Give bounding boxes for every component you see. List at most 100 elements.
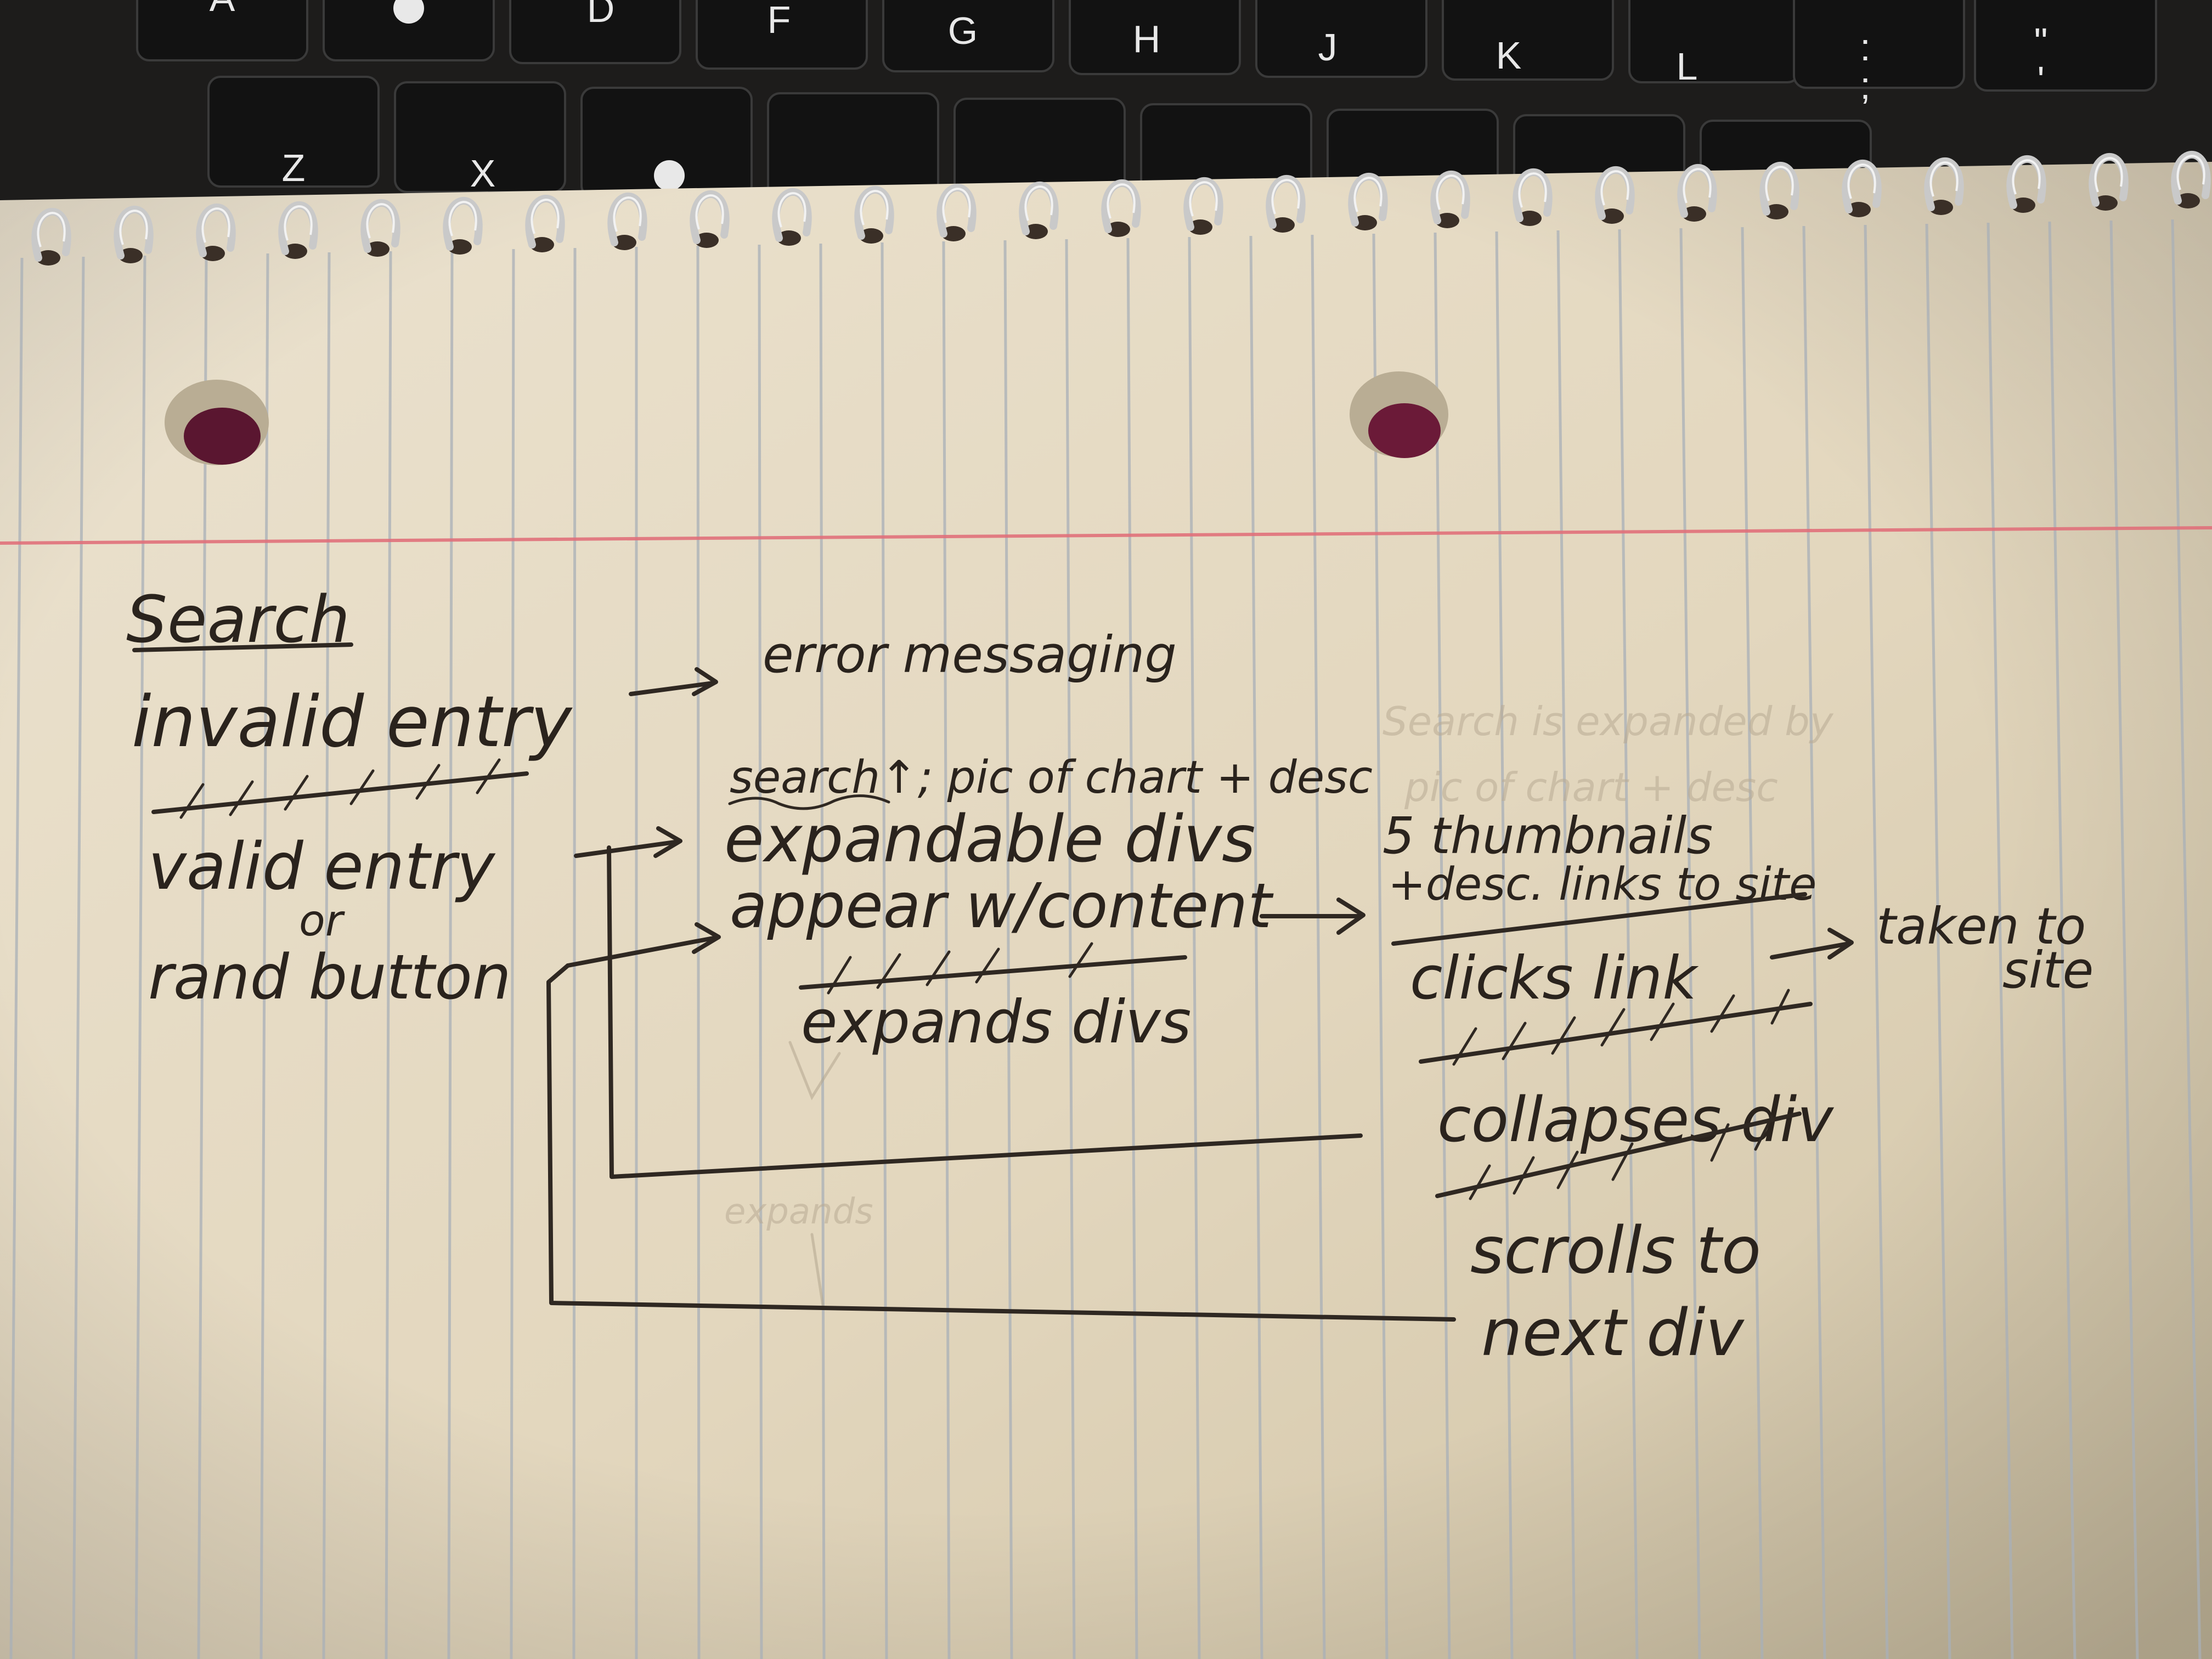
rule-line — [1864, 224, 1889, 1659]
svg-text:Z: Z — [282, 146, 306, 189]
arrowhead-site — [1827, 928, 1854, 960]
node-or: or — [299, 896, 346, 946]
svg-text:X: X — [470, 152, 496, 195]
key-l: L — [1628, 0, 1801, 88]
key-j: J — [1255, 0, 1427, 78]
spiral-coil — [1842, 159, 1882, 217]
node-valid-entry: valid entry — [148, 828, 496, 904]
rule-line — [1188, 236, 1201, 1659]
key-z: Z — [207, 76, 380, 189]
spiral-coil — [2089, 153, 2129, 211]
divider-strike-4 — [1419, 1002, 1813, 1064]
spiral-coil — [1101, 179, 1141, 237]
binder-hole-left — [165, 380, 269, 465]
spiral-coil — [1513, 168, 1553, 226]
rule-line — [1741, 227, 1764, 1659]
rule-line — [1802, 225, 1826, 1659]
rule-line — [1987, 222, 2014, 1659]
node-expandable-divs: expandable divs — [724, 801, 1255, 877]
arrowhead-thumbnails — [1336, 898, 1365, 935]
spiral-coil — [1595, 166, 1635, 224]
rule-line — [1434, 232, 1451, 1659]
spiral-coil — [854, 185, 894, 244]
title-underline — [132, 642, 353, 652]
key-x: X — [394, 81, 566, 195]
node-rand-button: rand button — [148, 942, 511, 1013]
spiral-coil — [2006, 155, 2046, 213]
rule-line — [197, 254, 208, 1659]
rule-line — [1065, 239, 1076, 1659]
note-search-pic: search↑; pic of chart + desc — [730, 752, 1373, 804]
spiral-coil — [443, 196, 483, 255]
divider-strike-5 — [1435, 1111, 1802, 1198]
key-d: D — [509, 0, 681, 64]
key-quote: "' — [1974, 0, 2157, 101]
rule-line — [72, 256, 85, 1659]
spiral-coil — [690, 190, 730, 248]
rule-line — [1311, 234, 1326, 1659]
keyboard-row-lower: Z X — [207, 76, 1872, 232]
svg-text::;: :; — [1860, 26, 1870, 107]
node-desc-links: +desc. links to site — [1388, 859, 1816, 911]
rule-line — [819, 243, 826, 1659]
binder-hole-right — [1350, 371, 1448, 458]
key-semicolon: :; — [1793, 0, 1965, 107]
svg-text:F: F — [768, 0, 791, 41]
faint-line-3: expands — [724, 1192, 873, 1232]
arrow-to-expandable — [574, 840, 677, 858]
spiral-coil — [1019, 181, 1059, 239]
rule-line — [696, 245, 701, 1659]
rule-line — [259, 253, 269, 1659]
svg-text:K: K — [1496, 34, 1522, 77]
arrowhead-appear — [692, 922, 721, 954]
divider-3 — [1391, 892, 1807, 946]
rule-line — [1679, 228, 1701, 1659]
divider-hatches-2 — [827, 942, 1093, 995]
rule-line — [942, 241, 951, 1659]
divider-hatches-4 — [1452, 989, 1790, 1066]
rule-line — [134, 255, 146, 1659]
spiral-binding — [31, 150, 2211, 266]
arrow-to-appear — [566, 936, 715, 968]
rule-line — [9, 257, 24, 1659]
node-scrolls-to: scrolls to — [1470, 1212, 1761, 1288]
spiral-coil — [278, 201, 318, 259]
rule-line — [758, 244, 763, 1659]
rule-line — [1003, 240, 1013, 1659]
node-expands-divs: expands divs — [801, 988, 1191, 1057]
spiral-coil — [1266, 174, 1306, 233]
rule-line — [385, 251, 392, 1659]
faint-bleedthrough: Search is expanded by pic of chart + des… — [724, 698, 1834, 1307]
rule-line — [2048, 221, 2076, 1659]
key-c-icon — [654, 160, 685, 191]
rule-line — [1249, 235, 1263, 1659]
rule-line — [2109, 220, 2139, 1659]
spiral-coil — [1759, 161, 1799, 219]
node-error-messaging: error messaging — [763, 625, 1177, 684]
key-k: K — [1442, 0, 1614, 81]
divider-hatches-5 — [1469, 1115, 1774, 1200]
spiral-coil — [1924, 157, 1964, 215]
rule-line — [2171, 219, 2202, 1659]
squiggle-underline — [728, 794, 890, 810]
rule-line — [1556, 230, 1576, 1659]
svg-text:A: A — [210, 0, 235, 19]
spiral-coil — [114, 205, 154, 263]
node-next-div: next div — [1481, 1295, 1745, 1370]
spiral-coil — [196, 203, 236, 261]
loop-scroll-line — [546, 963, 1456, 1322]
spiral-coil — [936, 183, 977, 241]
divider-hatches-1 — [179, 758, 501, 819]
rule-line — [572, 247, 577, 1659]
spiral-coil — [1348, 172, 1388, 230]
arrow-to-site — [1770, 941, 1851, 960]
spiral-coil — [525, 194, 565, 252]
key-a: A — [136, 0, 308, 61]
node-invalid-entry: invalid entry — [132, 681, 573, 763]
svg-text:L: L — [1677, 45, 1698, 88]
key-s-icon — [393, 0, 424, 24]
spiral-coil — [772, 188, 812, 246]
rule-line — [510, 249, 515, 1659]
node-taken-to: taken to — [1876, 897, 2086, 956]
